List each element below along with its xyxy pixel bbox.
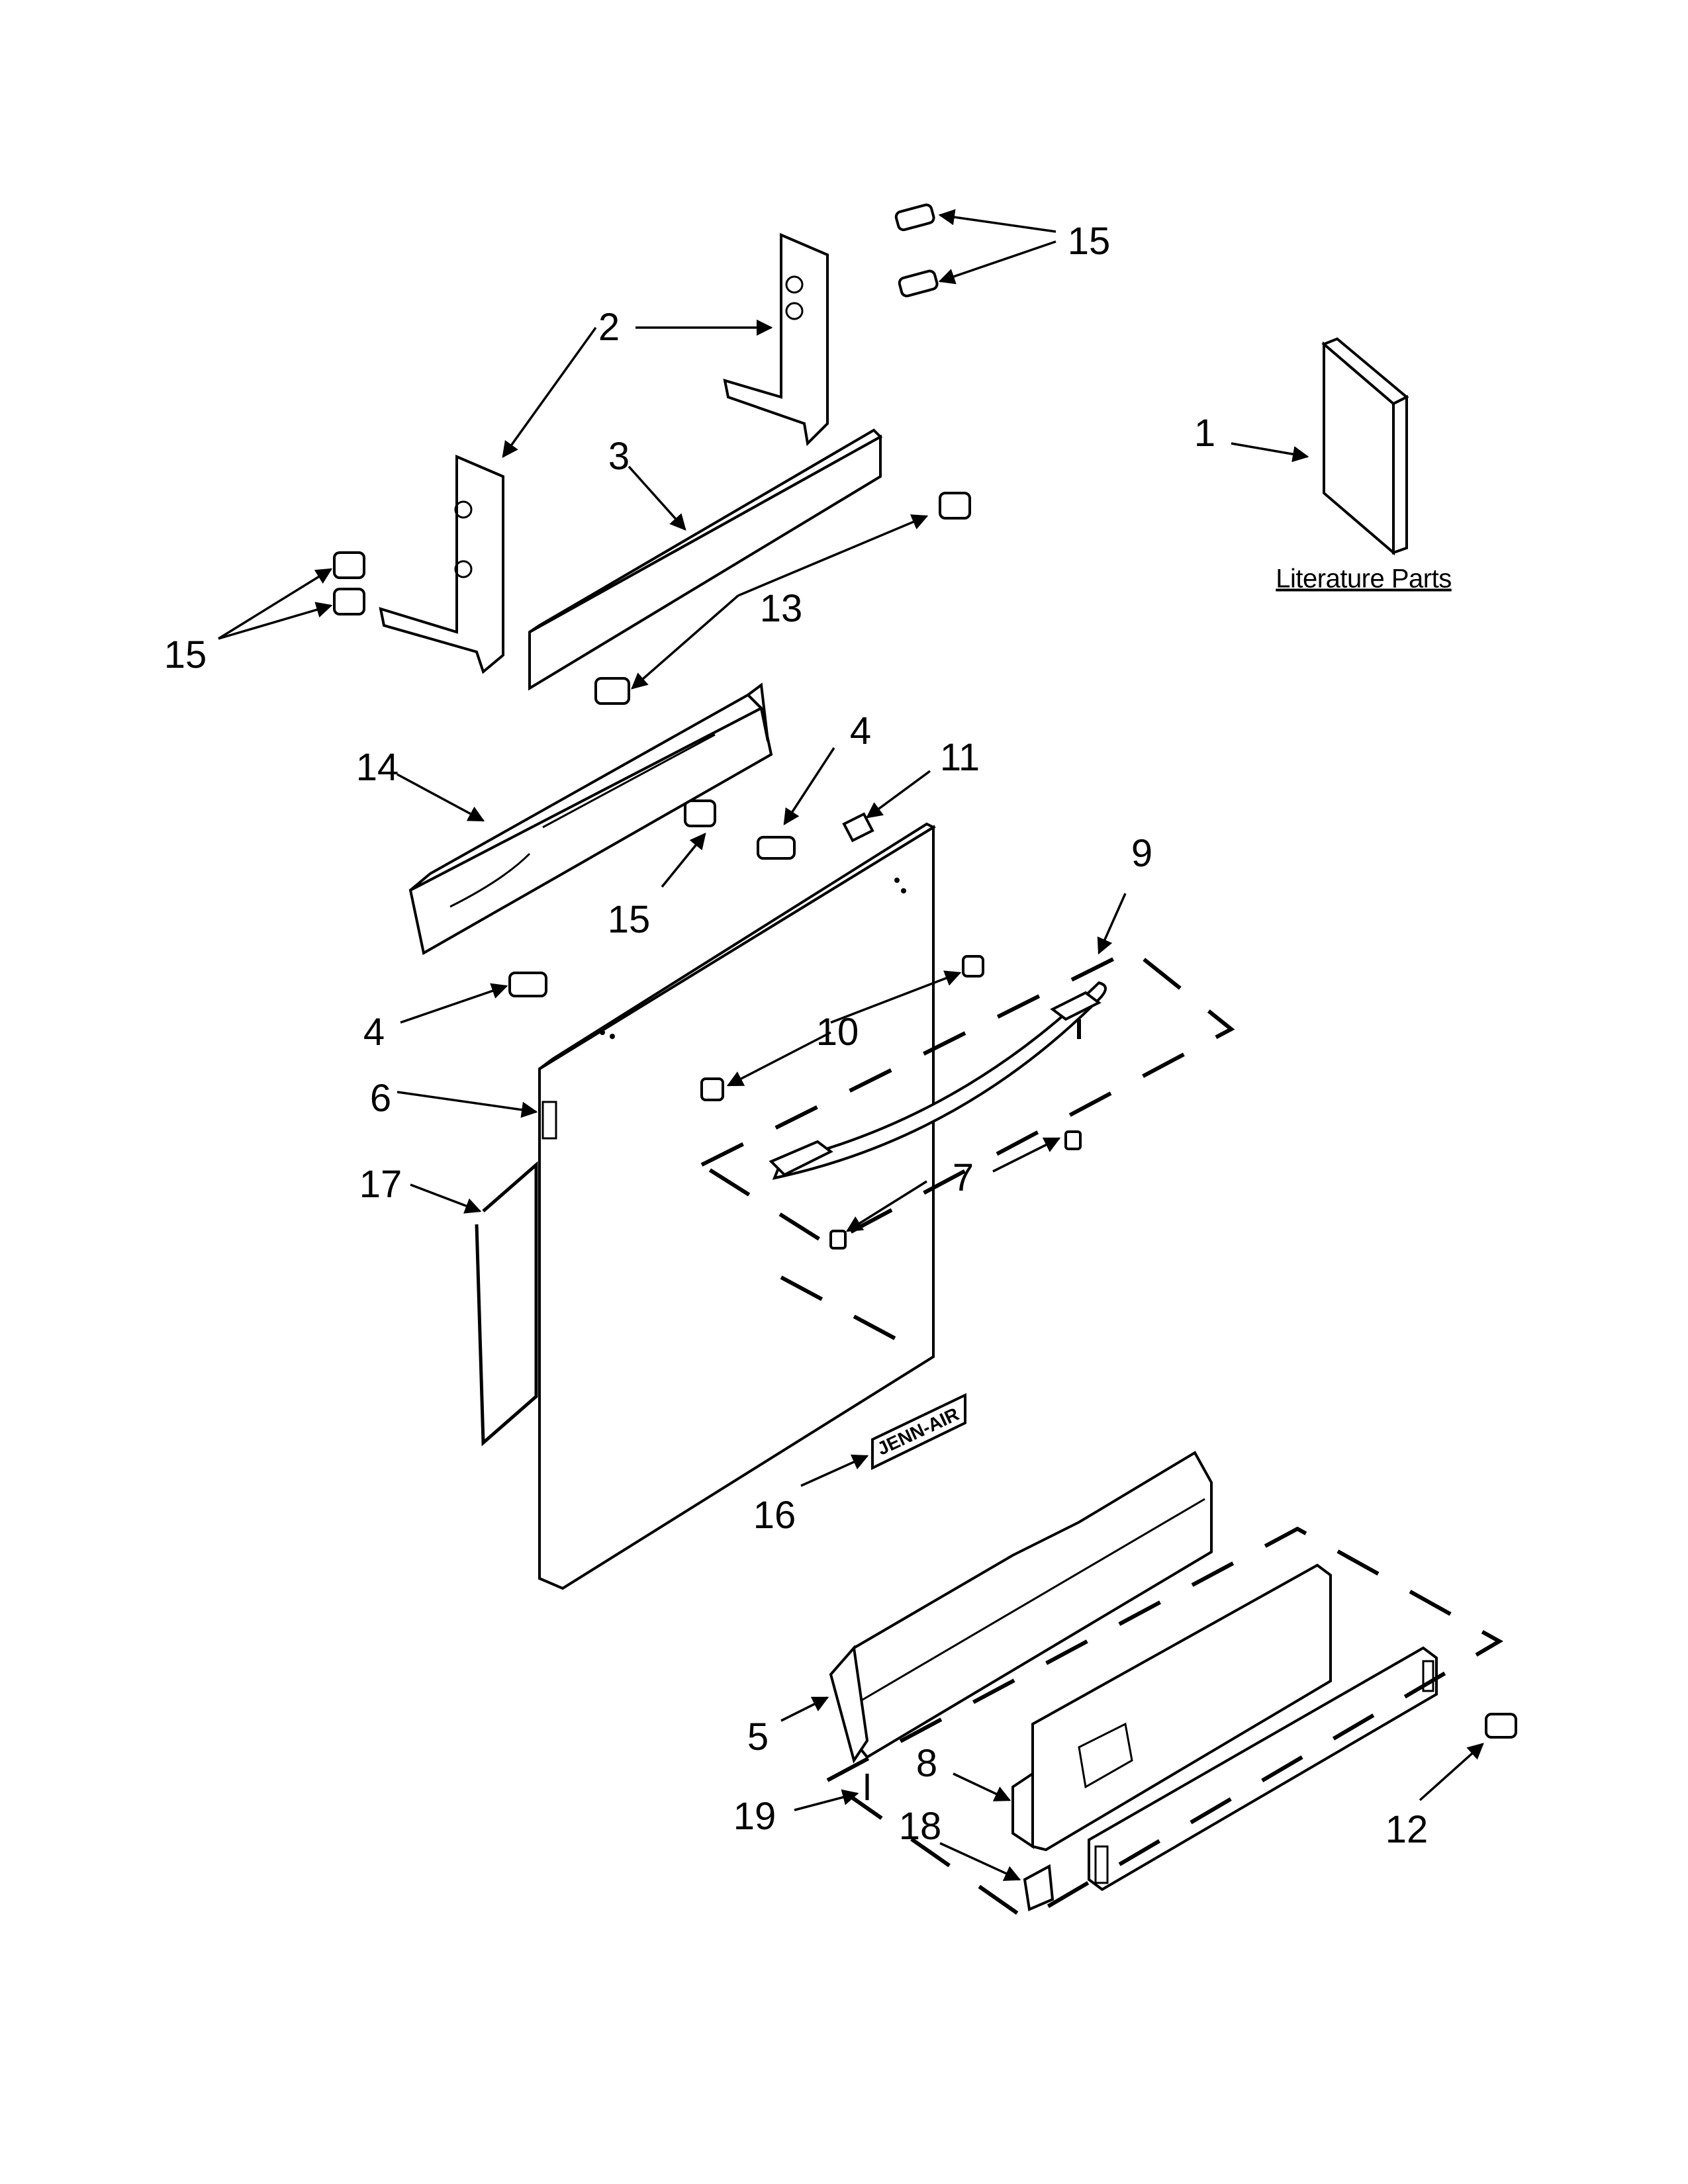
callout-15-top: 15 (1067, 220, 1111, 263)
leader-lines (218, 208, 1484, 1881)
literature-parts-label: Literature Parts (1276, 564, 1452, 594)
nameplate-badge: JENN-AIR (871, 1392, 966, 1471)
callout-15-left: 15 (164, 633, 207, 676)
callout-3: 3 (608, 435, 630, 478)
callout-4-lower: 4 (363, 1011, 385, 1054)
callout-6: 6 (369, 1077, 392, 1120)
callout-14: 14 (355, 746, 399, 789)
dashed-guide-lines (700, 947, 1504, 1922)
callout-11: 11 (939, 736, 980, 779)
right-hinge-bracket (723, 232, 829, 447)
callout-7: 7 (952, 1156, 974, 1199)
callout-5: 5 (747, 1715, 769, 1758)
door-seal (475, 1161, 538, 1447)
spacers (700, 812, 1082, 1250)
callout-8: 8 (915, 1742, 938, 1785)
callout-16: 16 (753, 1494, 796, 1537)
callout-15-mid: 15 (607, 898, 651, 941)
vent-assembly (408, 682, 773, 956)
callout-19: 19 (733, 1795, 776, 1838)
callout-4-upper: 4 (849, 709, 872, 752)
callout-12: 12 (1385, 1808, 1429, 1851)
screws (333, 203, 1517, 1739)
clip (1023, 1864, 1055, 1911)
callout-2: 2 (598, 306, 620, 349)
left-hinge-bracket (379, 454, 504, 674)
toe-kick-bracket (829, 1451, 1213, 1764)
callout-17: 17 (359, 1163, 402, 1206)
callout-18: 18 (898, 1805, 942, 1848)
door-handle (769, 981, 1107, 1180)
callout-10: 10 (816, 1011, 859, 1054)
door-panel (538, 822, 937, 1590)
callout-13: 13 (759, 587, 803, 630)
hinge-support-rail (528, 428, 883, 691)
callout-9: 9 (1131, 832, 1153, 875)
kick-plate (1088, 1646, 1438, 1891)
callout-1: 1 (1194, 412, 1216, 455)
literature-book (1321, 337, 1409, 556)
kick-panel (1011, 1563, 1332, 1852)
